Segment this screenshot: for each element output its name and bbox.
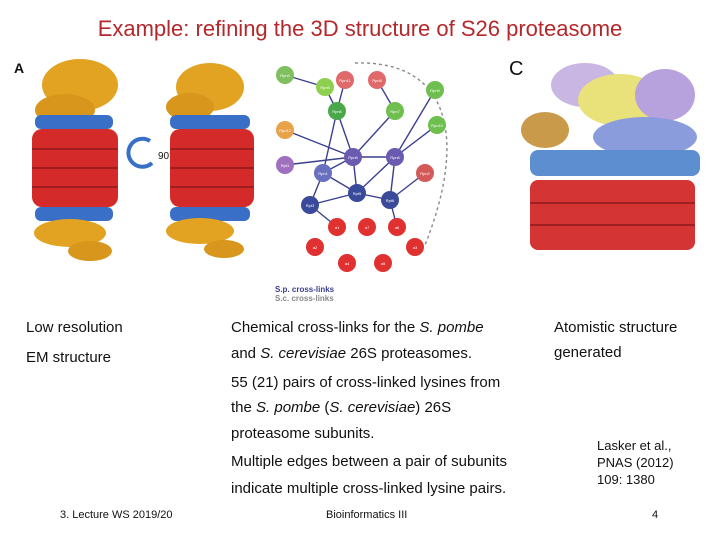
footer-page-number: 4 [652,509,659,521]
lysine-pairs-line1: 55 (21) pairs of cross-linked lysines fr… [231,374,501,391]
network-edge [394,89,436,158]
network-node [428,116,446,134]
network-node-label: Rpt3 [306,203,315,208]
lysine-pairs-line3: proteasome subunits. [231,425,375,442]
network-node [314,164,332,182]
network-node [276,121,294,139]
network-node [316,78,334,96]
network-node [276,156,294,174]
network-node [368,71,386,89]
network-node-label: Rpn7 [390,109,400,114]
network-node-label: Rpt6 [386,198,395,203]
footer-lecture: 3. Lecture WS 2019/20 [60,509,173,521]
network-node-label: α5 [381,261,386,266]
network-node [328,102,346,120]
network-edge-dashed [354,62,448,246]
em-label-line2: EM structure [26,349,112,366]
edges-note-line2: indicate multiple cross-linked lysine pa… [231,480,507,497]
network-node-label: α4 [345,261,350,266]
network-node [386,102,404,120]
legend-sc: S.c. cross-links [275,294,334,303]
network-edge [284,129,354,158]
network-edge [352,110,396,158]
network-node [276,66,294,84]
network-node-label: α3 [413,245,418,250]
network-node-label: Rpt1 [281,163,290,168]
network-node-label: Rpn6 [348,155,358,160]
network-node [374,254,392,272]
atomistic-label-line2: generated [554,344,622,361]
network-node [358,218,376,236]
atomistic-label-line1: Atomistic structure [554,319,678,336]
slide-title: Example: refining the 3D structure of S2… [97,16,623,41]
network-edge [284,156,354,166]
network-node-label: α2 [313,245,318,250]
network-node-label: Rpn11 [339,78,351,83]
footer-course: Bioinformatics III [326,509,408,521]
em-label-line1: Low resolution [26,319,123,336]
network-node-label: Rpn6 [390,155,400,160]
network-node-label: Rpn10 [431,123,444,128]
network-node-label: Rpn2 [420,171,430,176]
network-node-label: α7 [365,225,370,230]
crosslink-desc-line2: and S. cerevisiae 26S proteasomes. [231,345,472,362]
network-node [344,148,362,166]
svg-text:90°: 90° [158,151,173,162]
network-node-label: α6 [395,225,400,230]
lysine-pairs-line2: the S. pombe (S. cerevisiae) 26S [231,399,452,416]
network-node-label: Rpn6 [332,109,342,114]
network-node-label: Rpt5 [353,191,362,196]
network-node-label: Rpn3 [280,73,290,78]
panel-c-label: C [509,58,523,80]
network-node [416,164,434,182]
network-node [406,238,424,256]
network-node-label: α1 [335,225,340,230]
panel-a-label: A [14,60,24,76]
em-molecule-right [166,63,254,258]
network-edge [322,110,338,174]
citation: Lasker et al., PNAS (2012) 109: 1380 [597,438,674,487]
network-node-label: Rpn8 [372,78,382,83]
em-structure-figure: A 90° [14,59,254,261]
network-node [328,218,346,236]
network-node [381,191,399,209]
network-node-label: Rpn12 [279,128,292,133]
network-node [306,238,324,256]
network-node [388,218,406,236]
network-node-label: Rpn5 [320,85,330,90]
network-node [348,184,366,202]
network-node [336,71,354,89]
edges-note-line1: Multiple edges between a pair of subunit… [231,453,508,470]
network-node [338,254,356,272]
network-node [426,81,444,99]
network-node [301,196,319,214]
network-node-label: Rpn9 [430,88,440,93]
legend-sp: S.p. cross-links [275,285,335,294]
em-molecule-left [32,59,118,261]
atomistic-structure-figure: C [509,58,700,250]
rotate-arrow-icon [126,136,154,169]
crosslink-desc-line1: Chemical cross-links for the S. pombe [231,319,484,336]
network-node-label: Rpn1 [318,171,328,176]
network-node [386,148,404,166]
